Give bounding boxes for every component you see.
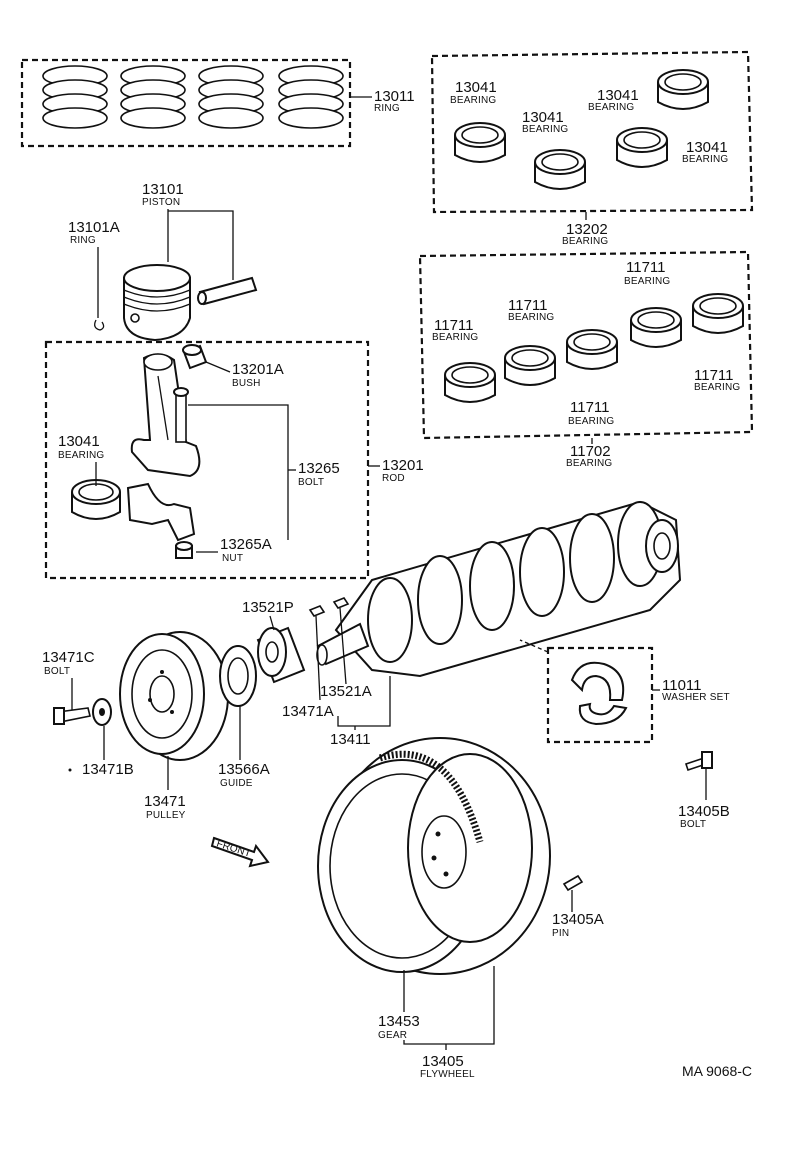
bearing-set-name: BEARING — [562, 236, 608, 247]
main-bearing-2-name: BEARING — [508, 312, 554, 323]
ring-set-box — [20, 58, 352, 148]
key-b-number: 13471A — [282, 703, 334, 720]
flywheel-illustration — [317, 737, 551, 975]
flywheel-number: 13405 — [422, 1053, 464, 1070]
rod-nut-number: 13265A — [220, 536, 272, 553]
flywheel-pin-number: 13405A — [552, 911, 604, 928]
front-label: FRONT — [215, 838, 252, 859]
flywheel-bolt-number: 13405B — [678, 803, 730, 820]
piston-rings-illustration — [42, 65, 344, 129]
bush-illustration — [182, 344, 208, 370]
rod-bearing-number: 13041 — [58, 433, 100, 450]
washer-number: 13471B — [82, 761, 134, 778]
rod-nut-name: NUT — [222, 553, 243, 564]
bush-number: 13201A — [232, 361, 284, 378]
washer-set-box — [546, 646, 654, 744]
pulley-name: PULLEY — [146, 810, 186, 821]
piston-illustration — [123, 264, 191, 342]
piston-ring-name: RING — [70, 235, 96, 246]
rod-name: ROD — [382, 473, 405, 484]
main-bearing-5-number: 11711 — [570, 399, 610, 416]
rod-bolt-illustration — [173, 387, 189, 443]
piston-pin-illustration — [197, 276, 258, 306]
rod-bolt-name: BOLT — [298, 477, 324, 488]
snap-ring-illustration — [94, 319, 105, 331]
main-bearing-2-number: 11711 — [508, 297, 548, 314]
main-bearings-illustration — [444, 293, 744, 403]
main-bearing-1-name: BEARING — [432, 332, 478, 343]
bearing-set-box — [430, 50, 754, 214]
main-bearing-set-number: 11702 — [570, 443, 611, 460]
pulley-bolt-number: 13471C — [42, 649, 95, 666]
main-bearing-3-name: BEARING — [624, 276, 670, 287]
connecting-rod-illustration — [130, 353, 201, 478]
key-a-number: 13521A — [320, 683, 372, 700]
bush-name: BUSH — [232, 378, 261, 389]
washer-set-name: WASHER SET — [662, 692, 730, 703]
diagram-code: MA 9068-C — [682, 1063, 752, 1079]
rod-assembly-box — [44, 340, 370, 580]
pulley-bolt-illustration — [53, 707, 91, 725]
flywheel-bolt-illustration — [684, 751, 713, 772]
piston-number: 13101 — [142, 181, 184, 198]
conrod-bearing-1-number: 13041 — [455, 79, 497, 96]
flywheel-pin-name: PIN — [552, 928, 569, 939]
main-bearing-5-name: BEARING — [568, 416, 614, 427]
guide-name: GUIDE — [220, 778, 253, 789]
flywheel-pin-illustration — [562, 874, 584, 892]
conrod-bearing-2-number: 13041 — [522, 109, 564, 126]
conrod-bearings-illustration — [454, 69, 709, 190]
crankshaft-illustration — [316, 500, 682, 678]
thrust-washers-illustration — [570, 661, 628, 726]
main-bearing-set-name: BEARING — [566, 458, 612, 469]
ring-gear-illustration — [378, 750, 484, 843]
pulley-number: 13471 — [144, 793, 186, 810]
guide-number: 13566A — [218, 761, 270, 778]
conrod-bearing-3-number: 13041 — [597, 87, 639, 104]
sprocket-number: 13521P — [242, 599, 294, 616]
rod-bolt-number: 13265 — [298, 460, 340, 477]
crank-keys-illustration — [308, 597, 350, 617]
conrod-bearing-4-number: 13041 — [686, 139, 728, 156]
pulley-illustration — [119, 631, 229, 761]
rod-number: 13201 — [382, 457, 424, 474]
piston-name: PISTON — [142, 197, 180, 208]
crank-sprocket-illustration — [256, 626, 306, 684]
ring-gear-name: GEAR — [378, 1030, 407, 1041]
ring-gear-number: 13453 — [378, 1013, 420, 1030]
rod-bearing-name: BEARING — [58, 450, 104, 461]
main-bearing-1-number: 11711 — [434, 317, 474, 334]
conrod-bearing-4-name: BEARING — [682, 154, 728, 165]
rod-nut-illustration — [175, 541, 193, 559]
washer-illustration — [92, 698, 112, 726]
conrod-bearing-3-name: BEARING — [588, 102, 634, 113]
main-bearing-4-name: BEARING — [694, 382, 740, 393]
main-bearing-3-number: 11711 — [626, 259, 666, 276]
flywheel-bolt-name: BOLT — [680, 819, 706, 830]
conrod-bearing-1-name: BEARING — [450, 95, 496, 106]
piston-ring-number: 13101A — [68, 219, 120, 236]
ring-set-number: 13011 — [374, 88, 415, 105]
guide-illustration — [219, 645, 257, 707]
rod-cap-illustration — [126, 482, 196, 542]
crankshaft-number: 13411 — [330, 731, 371, 748]
main-bearing-4-number: 11711 — [694, 367, 734, 384]
flywheel-name: FLYWHEEL — [420, 1069, 475, 1080]
conrod-bearing-2-name: BEARING — [522, 124, 568, 135]
washer-set-number: 11011 — [662, 677, 702, 694]
bearing-set-number: 13202 — [566, 221, 608, 238]
ring-set-name: RING — [374, 103, 400, 114]
front-arrow-icon — [210, 836, 270, 868]
pulley-bolt-name: BOLT — [44, 666, 70, 677]
